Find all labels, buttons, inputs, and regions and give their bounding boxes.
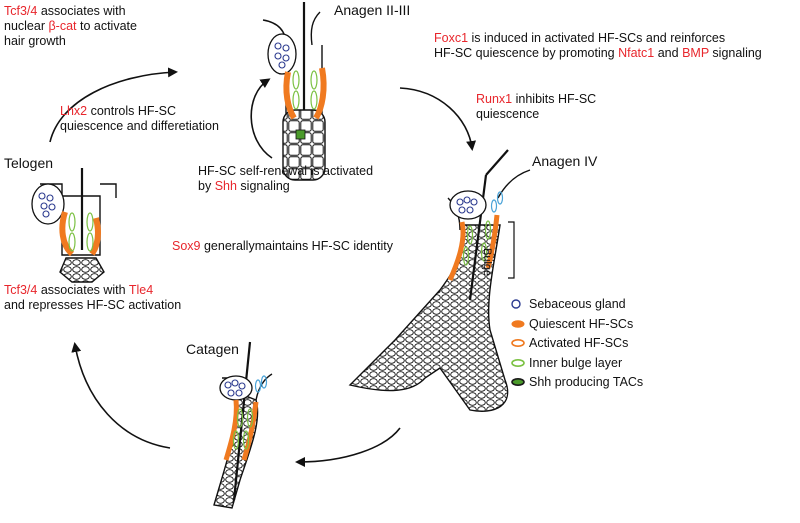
annotation-line: Tcf3/4 associates with [4, 4, 137, 19]
annotation-text: is induced in activated HF-SCs and reinf… [468, 31, 726, 45]
gene-name: Nfatc1 [618, 46, 655, 60]
annotation-line: Tcf3/4 associates with Tle4 [4, 283, 181, 298]
annotation-foxc1: Foxc1 is induced in activated HF-SCs and… [434, 31, 762, 61]
annotation-line: hair growth [4, 34, 137, 49]
annotation-line: HF-SC quiescence by promoting Nfatc1 and… [434, 46, 762, 61]
gene-name: BMP [682, 46, 709, 60]
annotation-text: quiescence and differetiation [60, 119, 219, 133]
gene-name: Sox9 [172, 239, 201, 253]
annotation-line: quiescence and differetiation [60, 119, 219, 134]
arrow-telogen-to-anagen [49, 67, 178, 143]
bulge-label: Bulge [481, 248, 493, 277]
telogen-follicle [31, 168, 117, 283]
annotation-text: associates with [37, 4, 126, 18]
quiescent-swatch-icon [511, 319, 525, 328]
annotation-text: quiescence [476, 107, 540, 121]
arrow-anagen4-to-catagen [295, 427, 401, 467]
stage-label-anagen-4: Anagen IV [532, 153, 598, 169]
inner-swatch-icon [511, 358, 525, 367]
gene-name: Foxc1 [434, 31, 469, 45]
annotation-line: Sox9 generallymaintains HF-SC identity [172, 239, 393, 254]
annotation-text: HF-SC quiescence by promoting [434, 46, 619, 60]
activated-swatch-icon [511, 338, 525, 348]
annotation-text: controls HF-SC [87, 104, 177, 118]
legend-label: Sebaceous gland [529, 297, 626, 311]
anagen-4-follicle [348, 149, 531, 412]
gene-name: Lhx2 [60, 104, 88, 118]
stage-label-catagen: Catagen [186, 341, 239, 357]
sebaceous-swatch-icon [511, 299, 521, 309]
annotation-line: HF-SC self-renewal is activated [198, 164, 373, 179]
shh-swatch-icon [511, 377, 525, 387]
annotation-text: hair growth [4, 34, 66, 48]
anagen-2-3-follicle [262, 2, 327, 181]
gene-name: Runx1 [476, 92, 513, 106]
annotation-line: and represses HF-SC activation [4, 298, 181, 313]
annotation-line: quiescence [476, 107, 596, 122]
legend-label: Inner bulge layer [529, 355, 623, 370]
gene-name: Tcf3/4 [4, 4, 38, 18]
annotation-text: and [654, 46, 683, 60]
annotation-text: signaling [236, 179, 290, 193]
arrow-self-renewal [250, 78, 273, 159]
annotation-line: Foxc1 is induced in activated HF-SCs and… [434, 31, 762, 46]
cycle-arrows [49, 67, 477, 467]
annotation-text: to activate [76, 19, 137, 33]
gene-name: Shh [214, 179, 237, 193]
gene-name: Tle4 [128, 283, 154, 297]
annotation-line: by Shh signaling [198, 179, 373, 194]
annotation-text: by [198, 179, 215, 193]
annotation-line: nuclear β-cat to activate [4, 19, 137, 34]
legend-label: Shh producing TACs [529, 375, 644, 389]
gene-name: β-cat [48, 19, 77, 33]
catagen-follicle [213, 341, 273, 509]
gene-name: Tcf3/4 [4, 283, 38, 297]
annotation-sox9: Sox9 generallymaintains HF-SC identity [172, 239, 393, 254]
annotation-text: nuclear [4, 19, 49, 33]
legend-label: Activated HF-SCs [529, 336, 629, 350]
legend-label: Quiescent HF-SCs [529, 316, 634, 331]
stage-label-telogen: Telogen [4, 155, 54, 171]
annotation-text: and represses HF-SC activation [4, 298, 182, 312]
annotation-text: HF-SC self-renewal is activated [198, 164, 374, 178]
annotation-text: inhibits HF-SC [512, 92, 597, 106]
annotation-line: Lhx2 controls HF-SC [60, 104, 219, 119]
arrow-catagen-to-telogen [71, 342, 171, 449]
annotation-text: generallymaintains HF-SC identity [200, 239, 393, 253]
annotation-text: signaling [708, 46, 762, 60]
stage-label-anagen-2-3: Anagen II-III [334, 2, 411, 18]
annotation-text: associates with [37, 283, 129, 297]
annotation-line: Runx1 inhibits HF-SC [476, 92, 596, 107]
arrow-anagen-to-anagen4 [399, 87, 477, 151]
